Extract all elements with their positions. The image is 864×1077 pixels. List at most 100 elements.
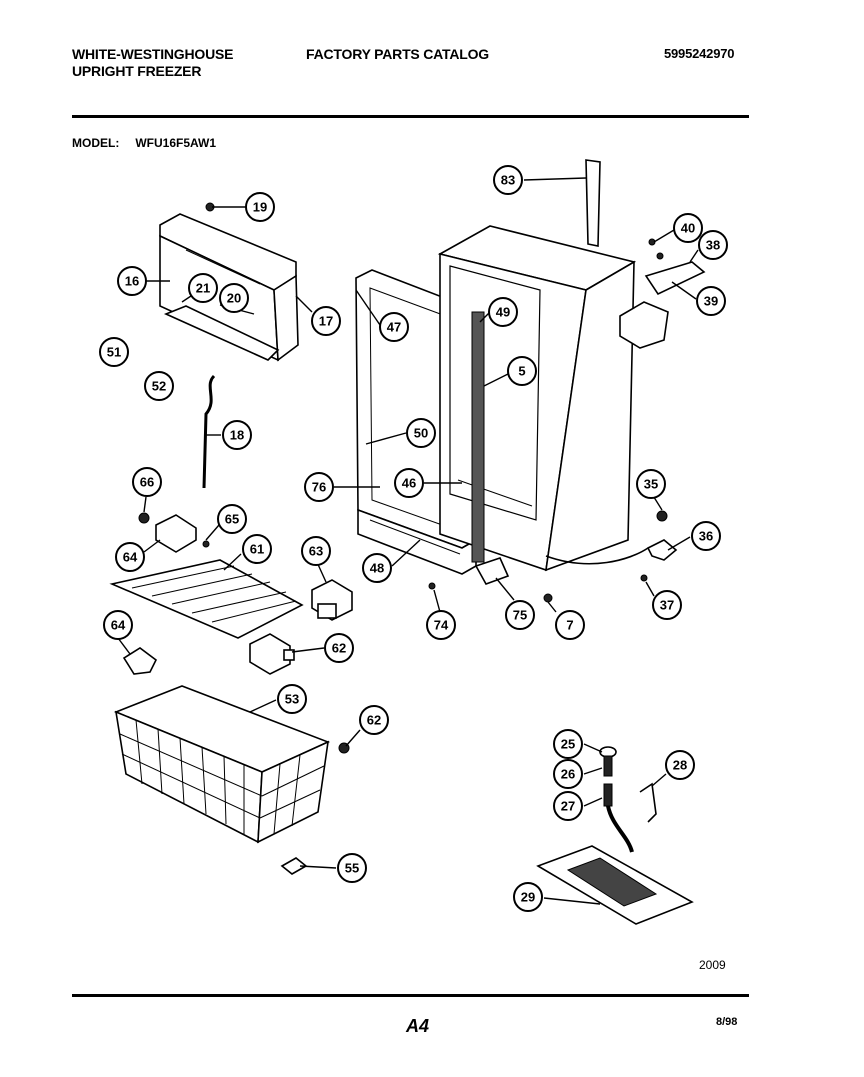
- shelf-support-62: [249, 633, 295, 675]
- svg-text:5: 5: [518, 364, 525, 379]
- callout-18: 18: [222, 420, 252, 450]
- svg-text:64: 64: [111, 618, 126, 633]
- callout-63: 63: [301, 536, 331, 566]
- callout-47: 47: [379, 312, 409, 342]
- screw-7: [543, 593, 553, 603]
- brand-line1: WHITE-WESTINGHOUSE: [72, 46, 234, 62]
- svg-text:63: 63: [309, 544, 323, 559]
- drain-channel-83: [585, 159, 601, 247]
- callout-5: 5: [507, 356, 537, 386]
- catalog-date: 8/98: [716, 1016, 738, 1028]
- bottom-hinge-assembly: [545, 510, 678, 582]
- svg-text:20: 20: [227, 291, 241, 306]
- callout-50: 50: [406, 418, 436, 448]
- svg-text:66: 66: [140, 475, 154, 490]
- callout-61: 61: [242, 534, 272, 564]
- svg-text:55: 55: [345, 861, 359, 876]
- svg-text:76: 76: [312, 480, 326, 495]
- svg-text:38: 38: [706, 238, 720, 253]
- callout-48: 48: [362, 553, 392, 583]
- footer-rule: [72, 994, 749, 997]
- svg-text:75: 75: [513, 608, 527, 623]
- svg-text:35: 35: [644, 477, 658, 492]
- catalog-part-number: 5995242970: [664, 46, 735, 61]
- leveling-leg-assembly: [599, 746, 657, 853]
- svg-text:7: 7: [566, 618, 573, 633]
- callout-53: 53: [277, 684, 307, 714]
- callout-76: 76: [304, 472, 334, 502]
- svg-text:49: 49: [496, 305, 510, 320]
- svg-text:26: 26: [561, 767, 575, 782]
- figure-number: 2009: [699, 958, 726, 972]
- model-label: MODEL:: [72, 136, 120, 150]
- callout-65: 65: [217, 504, 247, 534]
- svg-text:47: 47: [387, 320, 401, 335]
- svg-text:46: 46: [402, 476, 416, 491]
- brand-header: WHITE-WESTINGHOUSE UPRIGHT FREEZER: [72, 46, 233, 80]
- svg-text:48: 48: [370, 561, 384, 576]
- callout-28: 28: [665, 750, 695, 780]
- svg-text:18: 18: [230, 428, 244, 443]
- model-line: MODEL: WFU16F5AW1: [72, 136, 216, 150]
- drain-pan: [536, 845, 694, 925]
- callout-52: 52: [144, 371, 174, 401]
- callout-25: 25: [553, 729, 583, 759]
- callout-51: 51: [99, 337, 129, 367]
- svg-text:21: 21: [196, 281, 210, 296]
- screw-74: [428, 582, 436, 590]
- callout-27: 27: [553, 791, 583, 821]
- callout-38: 38: [698, 230, 728, 260]
- svg-text:19: 19: [253, 200, 267, 215]
- callout-16: 16: [117, 266, 147, 296]
- svg-text:27: 27: [561, 799, 575, 814]
- svg-text:17: 17: [319, 314, 333, 329]
- callout-7: 7: [555, 610, 585, 640]
- page-id: A4: [406, 1016, 430, 1036]
- callout-74: 74: [426, 610, 456, 640]
- toe-grille: [474, 557, 510, 585]
- header-rule: [72, 115, 749, 118]
- svg-text:62: 62: [367, 713, 381, 728]
- callout-26: 26: [553, 759, 583, 789]
- callout-35: 35: [636, 469, 666, 499]
- callout-36: 36: [691, 521, 721, 551]
- callout-55: 55: [337, 853, 367, 883]
- shelf-clip-lower: [122, 647, 158, 675]
- callout-62-upper: 62: [324, 633, 354, 663]
- svg-text:52: 52: [152, 379, 166, 394]
- callout-64-lower: 64: [103, 610, 133, 640]
- svg-text:36: 36: [699, 529, 713, 544]
- svg-text:40: 40: [681, 221, 695, 236]
- top-cover-panel: [159, 202, 299, 362]
- callout-39: 39: [696, 286, 726, 316]
- callout-66: 66: [132, 467, 162, 497]
- svg-text:37: 37: [660, 598, 674, 613]
- callout-62-lower: 62: [359, 705, 389, 735]
- callout-83: 83: [493, 165, 523, 195]
- model-value: WFU16F5AW1: [135, 136, 217, 150]
- callout-49: 49: [488, 297, 518, 327]
- wire-basket: [113, 685, 331, 844]
- catalog-title: FACTORY PARTS CATALOG: [306, 46, 489, 62]
- svg-text:65: 65: [225, 512, 239, 527]
- callout-17: 17: [311, 306, 341, 336]
- callout-29: 29: [513, 882, 543, 912]
- callout-21: 21: [188, 273, 218, 303]
- svg-text:51: 51: [107, 345, 121, 360]
- wire-shelf: [109, 559, 304, 639]
- callout-75: 75: [505, 600, 535, 630]
- leader-lines: [117, 177, 699, 905]
- svg-text:16: 16: [125, 274, 139, 289]
- callout-64-upper: 64: [115, 542, 145, 572]
- freezer-cabinet: [437, 225, 637, 572]
- shelf-support-63: [311, 579, 353, 621]
- svg-text:62: 62: [332, 641, 346, 656]
- svg-text:29: 29: [521, 890, 535, 905]
- svg-text:50: 50: [414, 426, 428, 441]
- callout-20: 20: [219, 283, 249, 313]
- callout-37: 37: [652, 590, 682, 620]
- shelf-bracket-upper: [138, 512, 210, 553]
- svg-text:28: 28: [673, 758, 687, 773]
- svg-text:39: 39: [704, 294, 718, 309]
